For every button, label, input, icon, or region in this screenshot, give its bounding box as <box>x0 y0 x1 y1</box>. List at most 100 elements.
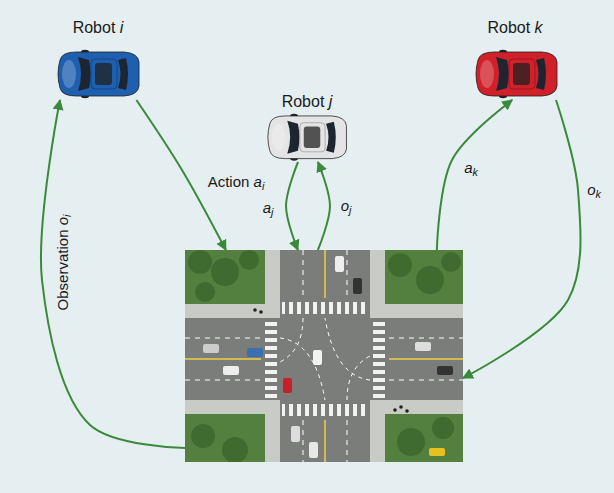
intersection-photo-part <box>373 320 385 398</box>
intersection-photo-part <box>247 348 263 357</box>
intersection-photo-part <box>347 420 348 462</box>
robot-j-car-part <box>268 114 347 161</box>
intersection-photo-part <box>211 258 239 286</box>
text-part: Observation <box>54 225 71 310</box>
edge-label: Action ai <box>206 172 267 193</box>
robot-i-car <box>58 50 139 98</box>
intersection-photo-part <box>195 282 215 302</box>
intersection-photo-part <box>283 378 292 393</box>
robot-node: Robot j <box>262 92 352 162</box>
intersection-photo-part <box>389 358 463 360</box>
intersection-photo-part <box>335 256 344 272</box>
intersection-photo-part <box>325 318 370 380</box>
robot-node: Robot k <box>468 18 562 100</box>
intersection-photo-part <box>191 424 215 448</box>
node-label: Robot k <box>487 18 542 38</box>
intersection-photo-part <box>291 426 300 442</box>
subscript: i <box>62 214 74 216</box>
intersection-photo-part <box>393 408 397 412</box>
intersection-photo-part <box>280 338 325 400</box>
intersection-photo-part <box>389 380 463 381</box>
symbol: a <box>254 173 262 190</box>
intersection-photo-part <box>437 366 453 375</box>
intersection-photo-part <box>185 338 261 339</box>
intersection-photo-part <box>185 250 265 304</box>
intersection-photo-part <box>405 409 409 413</box>
node-label: Robot i <box>73 18 124 38</box>
text-part: Robot <box>282 93 329 110</box>
subscript: j <box>349 204 351 216</box>
intersection-photo-part <box>282 302 368 314</box>
intersection-photo-part <box>429 448 445 456</box>
robot-node: Robot i <box>50 18 146 100</box>
symbol: j <box>329 93 333 110</box>
intersection-photo-part <box>253 308 257 312</box>
symbol: k <box>535 19 543 36</box>
intersection-photo-part <box>303 250 304 298</box>
subscript-symbol: k <box>472 166 477 178</box>
text-part: Robot <box>487 19 534 36</box>
intersection-photo-part <box>432 417 454 439</box>
intersection-photo-part <box>347 250 348 298</box>
intersection-photo-part <box>388 253 412 277</box>
symbol: a <box>464 159 472 176</box>
intersection-photo-part <box>416 266 444 294</box>
intersection-photo-part <box>353 278 362 294</box>
subscript-symbol: i <box>62 214 74 216</box>
subscript-symbol: j <box>349 204 351 216</box>
intersection-photo-part <box>259 310 263 314</box>
intersection-photo <box>185 250 463 462</box>
intersection-photo-part <box>185 380 261 381</box>
intersection-photo-part <box>185 400 280 462</box>
symbol: o <box>54 217 71 225</box>
edge-label: oj <box>339 196 354 217</box>
symbol: i <box>120 19 124 36</box>
robot-i-car-part <box>58 50 139 98</box>
symbol: o <box>341 197 349 214</box>
intersection-photo-part <box>309 442 318 458</box>
intersection-photo-part <box>399 405 403 409</box>
robot-k-car-part <box>476 50 557 98</box>
edge-label: aj <box>261 198 276 219</box>
edge-label: ok <box>585 180 603 201</box>
intersection-photo-part <box>441 252 461 272</box>
flow-arrow <box>463 100 581 378</box>
flow-arrow <box>286 162 298 250</box>
intersection-photo-part <box>415 342 431 351</box>
intersection-photo-part <box>222 437 248 462</box>
robot-k-car <box>476 50 557 98</box>
subscript: k <box>595 188 600 200</box>
node-label: Robot j <box>282 92 333 112</box>
symbol: o <box>587 181 595 198</box>
subscript: j <box>271 206 273 218</box>
intersection-photo-part <box>303 420 304 462</box>
intersection-photo-part <box>239 250 259 270</box>
intersection-photo-part <box>370 400 463 462</box>
subscript-symbol: i <box>262 180 264 192</box>
subscript-symbol: j <box>271 206 273 218</box>
symbol: a <box>263 199 271 216</box>
intersection-photo-part <box>370 250 463 318</box>
intersection-photo-part <box>347 356 370 400</box>
intersection-photo-part <box>185 358 261 360</box>
intersection-photo-part <box>397 428 425 456</box>
intersection-photo-part <box>324 250 326 298</box>
robot-j-car <box>268 114 347 161</box>
intersection-photo-part <box>265 320 277 398</box>
subscript-symbol: k <box>595 188 600 200</box>
edge-label: Observation oi <box>53 212 74 312</box>
edge-label: ak <box>462 158 480 179</box>
intersection-photo-part <box>185 414 265 462</box>
flow-arrow <box>318 162 330 250</box>
intersection-photo-part <box>282 404 368 416</box>
flow-arrow <box>41 100 185 448</box>
intersection-photo-part <box>280 318 303 362</box>
subscript: k <box>472 166 477 178</box>
text-part: Robot <box>73 19 120 36</box>
intersection-photo-part <box>185 250 463 462</box>
text-part: Action <box>208 173 254 190</box>
intersection-photo-part <box>324 420 326 462</box>
